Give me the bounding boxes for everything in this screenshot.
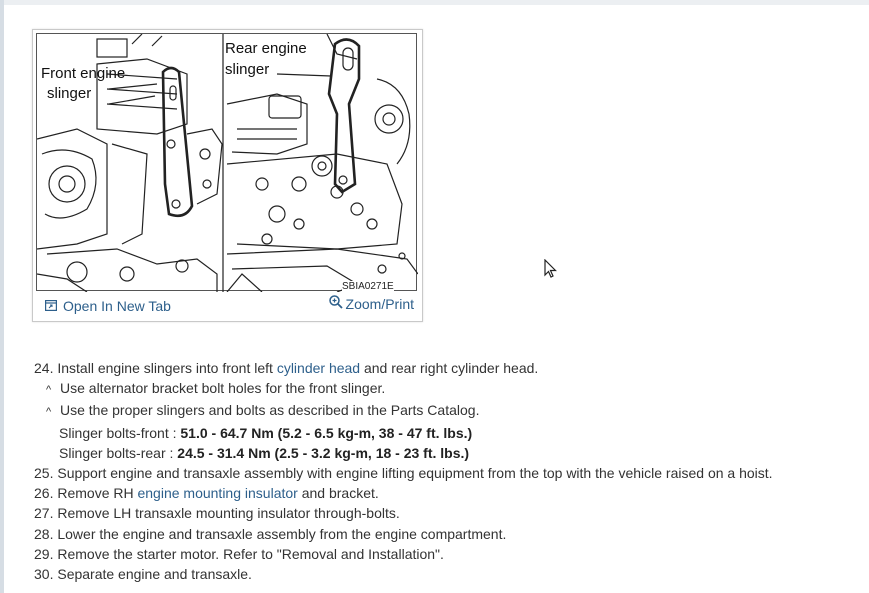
engine-mounting-insulator-link[interactable]: engine mounting insulator	[137, 485, 298, 502]
left-border	[0, 0, 4, 593]
figure-toolbar: Open In New Tab Zoom/Print	[33, 292, 422, 320]
top-border	[0, 0, 869, 5]
open-in-new-tab-label: Open In New Tab	[63, 298, 171, 314]
step-24-text: 24. Install engine slingers into front l…	[34, 360, 277, 376]
spec-rear-value: 24.5 - 31.4 Nm (2.5 - 3.2 kg-m, 18 - 23 …	[177, 444, 470, 461]
step-27: 27. Remove LH transaxle mounting insulat…	[34, 505, 400, 522]
engine-drawing	[37, 34, 418, 292]
procedure-steps: 24. Install engine slingers into front l…	[34, 358, 773, 584]
front-slinger-label-line2: slinger	[47, 85, 92, 102]
step-26: 26. Remove RH engine mounting insulator …	[34, 483, 773, 503]
spec-front-value: 51.0 - 64.7 Nm (5.2 - 6.5 kg-m, 38 - 47 …	[180, 424, 473, 441]
spec-front: Slinger bolts-front : 51.0 - 64.7 Nm (5.…	[34, 423, 773, 443]
spec-rear-label: Slinger bolts-rear :	[59, 444, 178, 461]
step-28: 28. Lower the engine and transaxle assem…	[34, 525, 507, 542]
step-26-text: 26. Remove RH	[34, 485, 138, 502]
caret-up-icon: ^	[46, 406, 52, 419]
mouse-pointer-icon	[544, 258, 558, 284]
spec-rear: Slinger bolts-rear : 24.5 - 31.4 Nm (2.5…	[34, 443, 773, 463]
zoom-print-label: Zoom/Print	[345, 295, 414, 312]
engine-slinger-illustration[interactable]: Front engine slinger Rear engine slinger…	[36, 33, 418, 292]
figure-panel: Front engine slinger Rear engine slinger…	[32, 29, 423, 322]
open-in-new-tab-link[interactable]: Open In New Tab	[45, 298, 171, 314]
zoom-icon	[328, 295, 343, 312]
zoom-print-link[interactable]: Zoom/Print	[328, 295, 414, 312]
caret-up-icon: ^	[46, 384, 52, 397]
step-30: 30. Separate engine and transaxle.	[34, 566, 252, 583]
note-1-text: Use alternator bracket bolt holes for th…	[60, 380, 386, 397]
step-24-text-end: and rear right cylinder head.	[360, 360, 539, 376]
front-slinger-label-line1: Front engine	[41, 65, 126, 82]
step-26-text-end: and bracket.	[297, 485, 379, 502]
step-25: 25. Support engine and transaxle assembl…	[34, 465, 773, 482]
rear-slinger-label-line2: slinger	[225, 61, 270, 78]
step-29: 29. Remove the starter motor. Refer to "…	[34, 545, 444, 562]
rear-slinger-label-line1: Rear engine	[225, 40, 307, 57]
note-parts-catalog: ^ Use the proper slingers and bolts as de…	[34, 400, 773, 422]
step-24: 24. Install engine slingers into front l…	[34, 358, 773, 378]
note-alternator-bracket: ^ Use alternator bracket bolt holes for t…	[34, 378, 773, 400]
spec-front-label: Slinger bolts-front :	[59, 424, 181, 441]
note-2-text: Use the proper slingers and bolts as des…	[60, 402, 480, 419]
open-in-new-tab-icon	[45, 298, 58, 314]
image-code: SBIA0271E	[342, 281, 394, 292]
cylinder-head-link[interactable]: cylinder head	[276, 360, 361, 376]
